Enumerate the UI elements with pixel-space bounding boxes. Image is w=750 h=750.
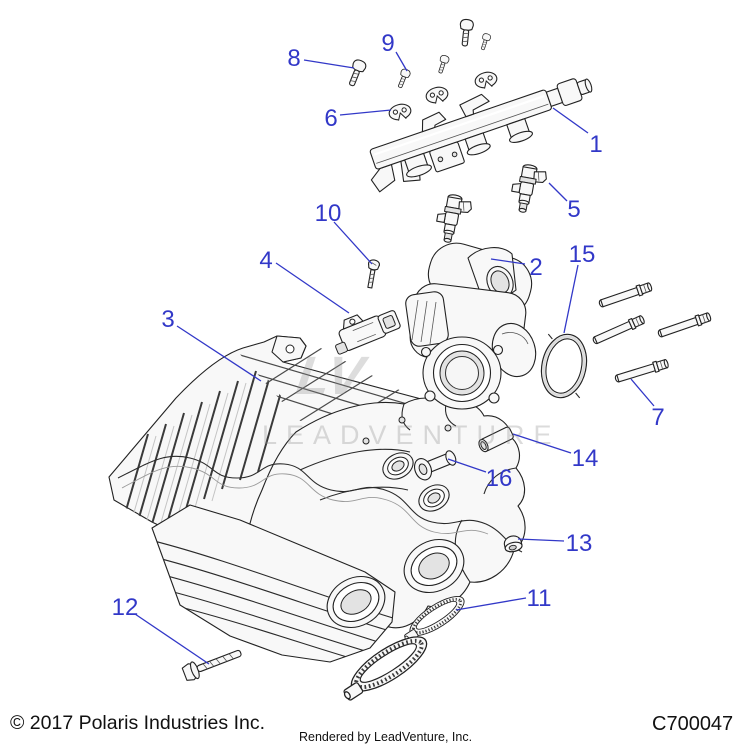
rendered-by-text: Rendered by LeadVenture, Inc. <box>299 730 473 744</box>
watermark-text: LEADVENTURE <box>262 420 561 450</box>
callout-number[interactable]: 9 <box>381 30 394 57</box>
callout-9[interactable]: 9 <box>381 30 408 72</box>
callout-number[interactable]: 2 <box>529 254 542 281</box>
callout-leader-line <box>630 378 655 407</box>
callout-number[interactable]: 7 <box>651 404 664 431</box>
callout-leader-line <box>447 458 487 473</box>
callout-number[interactable]: 10 <box>315 200 342 227</box>
part-bolt-7 <box>597 280 654 310</box>
callout-leader-line <box>275 262 350 314</box>
part-injector-5 <box>507 162 549 216</box>
part-sleeve-14 <box>478 426 514 453</box>
callout-number[interactable]: 16 <box>486 465 513 492</box>
part-screw <box>435 53 451 75</box>
callout-11[interactable]: 11 <box>455 585 552 612</box>
callout-leader-line <box>455 597 527 611</box>
part-map-sensor <box>335 310 401 355</box>
callout-leader-line <box>339 109 392 116</box>
part-fuel-rail <box>369 78 593 193</box>
part-clip <box>472 69 500 92</box>
part-bolt-12 <box>181 649 242 681</box>
callout-7[interactable]: 7 <box>630 378 665 431</box>
callout-leader-line <box>395 51 408 72</box>
callout-4[interactable]: 4 <box>259 247 350 314</box>
callout-number[interactable]: 6 <box>324 105 337 132</box>
part-bolt-7 <box>613 357 670 385</box>
part-o-ring <box>540 333 588 399</box>
callout-leader-line <box>563 264 579 334</box>
callout-10[interactable]: 10 <box>315 200 373 265</box>
part-screw <box>457 18 475 48</box>
part-screw-10 <box>367 259 381 289</box>
copyright-text: © 2017 Polaris Industries Inc. <box>10 712 265 734</box>
part-screw <box>478 32 492 52</box>
callout-leader-line <box>512 433 572 454</box>
part-clip <box>423 84 451 107</box>
part-bolt-7 <box>590 313 647 347</box>
callout-number[interactable]: 5 <box>567 196 580 223</box>
callout-12[interactable]: 12 <box>112 594 210 665</box>
callout-16[interactable]: 16 <box>447 458 513 492</box>
part-throttle-body <box>405 242 537 410</box>
callout-leader-line <box>490 258 526 265</box>
callout-8[interactable]: 8 <box>287 45 355 72</box>
callout-leader-line <box>548 182 568 202</box>
callout-3[interactable]: 3 <box>161 306 262 382</box>
diagram-code: C700047 <box>652 713 734 735</box>
callout-number[interactable]: 8 <box>287 45 300 72</box>
callout-number[interactable]: 11 <box>527 585 552 612</box>
callout-number[interactable]: 15 <box>569 241 596 268</box>
leadventure-logo-watermark: LV <box>293 346 371 406</box>
callout-number[interactable]: 13 <box>566 530 593 557</box>
callout-leader-line <box>333 221 373 265</box>
callout-13[interactable]: 13 <box>517 530 593 557</box>
part-screw-9 <box>395 67 412 90</box>
callout-15[interactable]: 15 <box>563 241 596 334</box>
callout-5[interactable]: 5 <box>548 182 581 223</box>
callout-2[interactable]: 2 <box>490 254 543 281</box>
callout-14[interactable]: 14 <box>512 433 599 472</box>
part-injector <box>432 192 474 246</box>
callout-number[interactable]: 1 <box>589 131 602 158</box>
callout-number[interactable]: 4 <box>259 247 272 274</box>
part-bolt-7 <box>656 310 713 340</box>
leadventure-watermark: LV LEADVENTURE <box>262 346 561 450</box>
callout-leader-line <box>176 325 262 382</box>
callout-number[interactable]: 3 <box>161 306 174 333</box>
part-screw-8 <box>344 57 368 89</box>
callout-leader-line <box>552 107 589 134</box>
callout-1[interactable]: 1 <box>552 107 603 158</box>
part-clip-6 <box>386 101 414 124</box>
callout-leader-line <box>303 59 355 69</box>
part-spacer-16 <box>413 450 457 481</box>
callout-6[interactable]: 6 <box>324 105 392 132</box>
callout-leader-line <box>134 613 210 665</box>
callout-number[interactable]: 12 <box>112 594 139 621</box>
part-plug-13 <box>503 535 523 553</box>
callout-number[interactable]: 14 <box>572 445 599 472</box>
callout-leader-line <box>517 538 565 542</box>
